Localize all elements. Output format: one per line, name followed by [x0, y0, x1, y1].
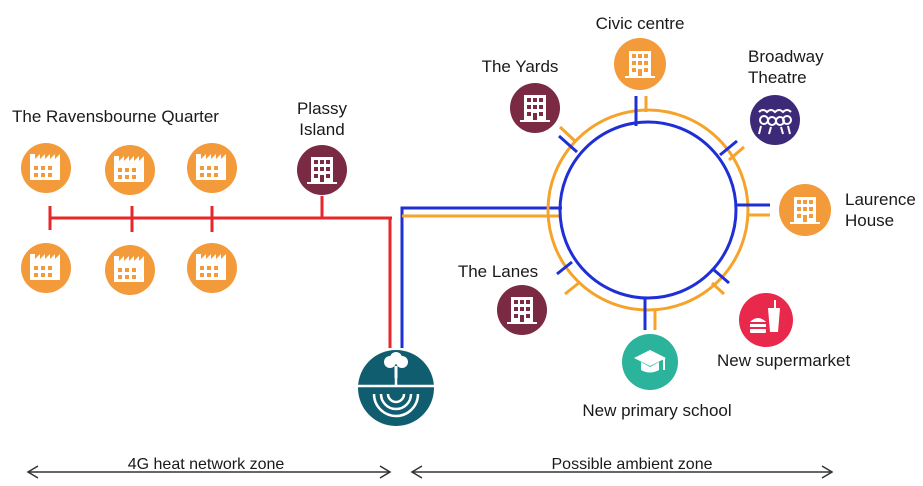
building-icon — [790, 197, 820, 224]
food-drink-icon — [750, 300, 780, 333]
plassy-island-node — [297, 145, 347, 195]
building-icon — [520, 95, 550, 122]
factory-icon — [105, 245, 155, 295]
right-zone-label: Possible ambient zone — [551, 456, 713, 473]
the-lanes-label: The Lanes — [457, 262, 539, 281]
factory-icon — [187, 143, 237, 193]
ground-source-node — [358, 350, 434, 426]
ambient-ring — [546, 108, 750, 312]
factory-icon — [105, 145, 155, 195]
factory-icon — [21, 143, 71, 193]
the-yards-label: The Yards — [481, 57, 559, 76]
the-lanes-node — [497, 285, 547, 335]
ambient-feed-lines — [400, 206, 562, 348]
civic-centre-node — [614, 38, 666, 90]
left-zone-label: 4G heat network zone — [127, 456, 285, 473]
broadway-theatre-label: Broadway Theatre — [748, 47, 824, 87]
new-primary-school-node — [622, 334, 678, 390]
broadway-theatre-node — [750, 95, 800, 145]
new-supermarket-node — [739, 293, 793, 347]
ring-spokes — [556, 96, 770, 330]
civic-centre-label: Civic centre — [595, 14, 685, 33]
laurence-house-label: Laurence House — [845, 190, 916, 230]
right-zone-arrow — [410, 465, 834, 479]
ground-source-icon — [358, 370, 434, 418]
the-yards-node — [510, 83, 560, 133]
laurence-house-node — [779, 184, 831, 236]
factory-icon — [21, 243, 71, 293]
red-network-lines — [48, 196, 392, 348]
left-zone-arrow — [26, 465, 392, 479]
new-supermarket-label: New supermarket — [717, 351, 851, 370]
theatre-masks-icon — [758, 109, 792, 135]
building-icon — [507, 297, 537, 324]
new-primary-school-label: New primary school — [582, 401, 732, 420]
plassy-island-label: Plassy Island — [296, 99, 348, 139]
graduation-cap-icon — [634, 350, 666, 373]
ravensbourne-buildings — [21, 143, 237, 295]
building-icon — [307, 157, 337, 184]
factory-icon — [187, 243, 237, 293]
ravensbourne-quarter-label: The Ravensbourne Quarter — [12, 107, 219, 126]
building-icon — [625, 51, 655, 78]
